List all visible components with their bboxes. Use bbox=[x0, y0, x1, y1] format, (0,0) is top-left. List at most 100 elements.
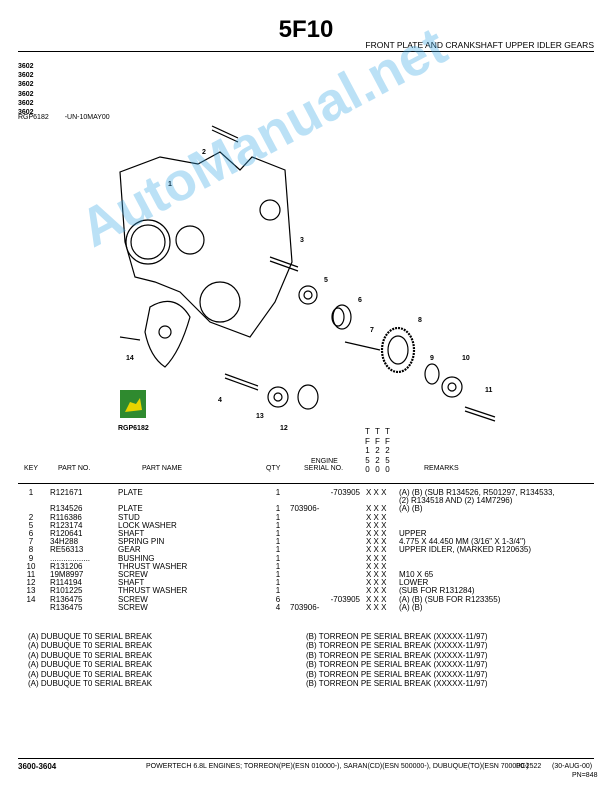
exploded-parts-diagram: 1 2 3 4 5 6 7 8 9 10 11 12 13 14 RGP6182 bbox=[118, 125, 496, 432]
cell-tf: X X X bbox=[366, 594, 387, 604]
cell-qty: 1 bbox=[275, 570, 281, 579]
cell-name: PLATE bbox=[118, 504, 143, 514]
cell-part: R123174 bbox=[50, 520, 83, 530]
col-name-header: PART NAME bbox=[142, 465, 183, 472]
cell-part: 34H288 bbox=[50, 537, 79, 547]
tf-col-3: T F 2 5 0 bbox=[385, 427, 390, 474]
callout-6: 6 bbox=[358, 297, 362, 304]
deer-logo-icon bbox=[120, 390, 146, 418]
cell-part: R136475 bbox=[50, 594, 83, 604]
footer-pc: PC2522 bbox=[516, 763, 542, 770]
cell-name: SHAFT bbox=[118, 529, 145, 538]
footnote-item: (A) DUBUQUE T0 SERIAL BREAK bbox=[28, 679, 153, 688]
page-title: FRONT PLATE AND CRANKSHAFT UPPER IDLER G… bbox=[365, 40, 594, 50]
cell-key: 8 bbox=[28, 545, 34, 555]
cell-qty: 1 bbox=[275, 578, 281, 588]
col-remarks-header: REMARKS bbox=[424, 465, 459, 472]
cell-part: R136475 bbox=[50, 602, 83, 612]
callout-11: 11 bbox=[485, 387, 493, 394]
image-ref-date: -UN-10MAY00 bbox=[64, 114, 110, 121]
cell-part: .................. bbox=[50, 553, 91, 563]
cell-part: RE56313 bbox=[50, 545, 84, 555]
cell-tf: X X X bbox=[366, 561, 387, 571]
cell-name: STUD bbox=[118, 512, 140, 522]
col-engine-header: ENGINE bbox=[311, 458, 338, 465]
callout-10: 10 bbox=[462, 355, 470, 362]
col-part-header: PART NO. bbox=[58, 465, 91, 472]
front-plate-shape bbox=[119, 151, 293, 338]
footer-rule bbox=[18, 758, 594, 759]
cell-name: SCREW bbox=[118, 602, 148, 612]
cell-remarks: M10 X 65 bbox=[399, 570, 434, 579]
callout-1: 1 bbox=[168, 181, 172, 188]
footnote-item: (A) DUBUQUE T0 SERIAL BREAK bbox=[28, 632, 153, 641]
model-list: 3602 3602 3602 3602 3602 3602 bbox=[18, 62, 34, 117]
cell-qty: 1 bbox=[275, 529, 281, 538]
cell-name: BUSHING bbox=[118, 553, 155, 563]
callout-12: 12 bbox=[280, 425, 288, 432]
cell-part: R131206 bbox=[50, 561, 83, 571]
cell-name: SCREW bbox=[118, 594, 148, 604]
cell-key: 1 bbox=[28, 488, 34, 497]
cell-qty: 1 bbox=[275, 545, 281, 555]
col-key-header: KEY bbox=[24, 465, 39, 472]
diagram-label: RGP6182 bbox=[118, 425, 149, 432]
cell-name: GEAR bbox=[118, 545, 141, 555]
cell-remarks: (2) R134518 AND (2) 14M7296) bbox=[399, 496, 513, 506]
page-number: 3600-3604 bbox=[18, 762, 57, 771]
cell-tf: X X X bbox=[366, 553, 387, 563]
footnote-item: (A) DUBUQUE T0 SERIAL BREAK bbox=[28, 641, 153, 651]
section-number: 5F10 bbox=[278, 16, 334, 43]
cell-qty: 4 bbox=[275, 602, 281, 612]
cell-key: 7 bbox=[28, 537, 34, 547]
cell-part: R134526 bbox=[50, 504, 83, 514]
cell-tf: X X X bbox=[366, 537, 387, 547]
footnote-item: (B) TORREON PE SERIAL BREAK (XXXXX-11/97… bbox=[306, 632, 488, 641]
image-ref-code: RGP6182 bbox=[18, 114, 49, 121]
table-rule bbox=[18, 483, 594, 484]
col-qty-header: QTY bbox=[266, 465, 281, 472]
cell-qty: 1 bbox=[275, 537, 281, 547]
footnote-item: (B) TORREON PE SERIAL BREAK (XXXXX-11/97… bbox=[306, 660, 488, 670]
cell-name: SPRING PIN bbox=[118, 537, 165, 547]
cell-name: PLATE bbox=[118, 488, 143, 497]
footnote-item: (A) DUBUQUE T0 SERIAL BREAK bbox=[28, 669, 153, 679]
cell-remarks: (A) (B) bbox=[399, 504, 423, 514]
cell-part: R121671 bbox=[50, 488, 83, 497]
cell-tf: X X X bbox=[366, 602, 387, 612]
cell-serial: 703906- bbox=[290, 504, 320, 514]
footnote-item: (B) TORREON PE SERIAL BREAK (XXXXX-11/97… bbox=[306, 641, 488, 651]
footnote-item: (B) TORREON PE SERIAL BREAK (XXXXX-11/97… bbox=[306, 679, 488, 688]
cell-part: R101225 bbox=[50, 586, 83, 596]
cell-remarks: LOWER bbox=[399, 578, 429, 588]
cell-key: 6 bbox=[28, 529, 34, 538]
cell-part: R120641 bbox=[50, 529, 83, 538]
callout-2: 2 bbox=[202, 149, 206, 156]
cell-remarks: UPPER IDLER, (MARKED R120635) bbox=[399, 545, 532, 555]
cell-tf: X X X bbox=[366, 586, 387, 596]
cell-key: 9 bbox=[28, 553, 34, 563]
model-item: 3602 bbox=[18, 72, 34, 80]
model-item: 3602 bbox=[18, 63, 34, 70]
cell-remarks: (A) (B) (SUB R134526, R501297, R134533, bbox=[399, 488, 555, 497]
cell-key: 13 bbox=[26, 586, 36, 596]
cell-remarks: (SUB FOR R131284) bbox=[399, 586, 475, 596]
tf-col-2: T F 2 2 0 bbox=[375, 427, 380, 474]
cell-serial: -703905 bbox=[330, 488, 360, 497]
cell-qty: 1 bbox=[275, 561, 281, 571]
tf-col-1: T F 1 5 0 bbox=[365, 427, 370, 474]
model-item: 3602 bbox=[18, 90, 34, 98]
cell-name: SCREW bbox=[118, 570, 148, 579]
cell-key: 5 bbox=[28, 520, 34, 530]
cell-tf: X X X bbox=[366, 578, 387, 588]
